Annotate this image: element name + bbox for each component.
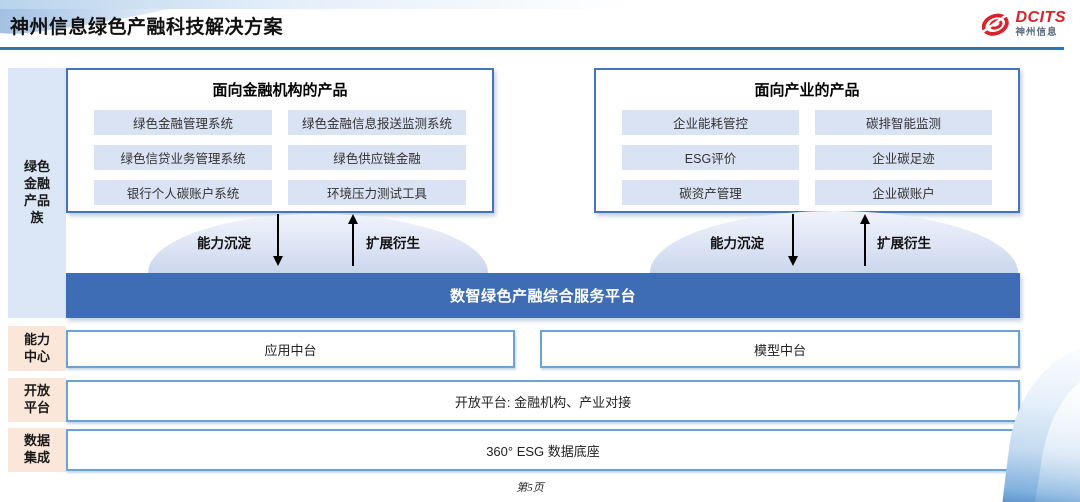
product-item: 绿色供应链金融	[288, 145, 466, 170]
right-dome-decoration	[650, 211, 1018, 273]
left-down-arrow-icon	[273, 214, 283, 266]
logo-swirl-icon	[981, 13, 1009, 36]
product-item: 绿色金融信息报送监测系统	[288, 110, 466, 135]
page-title: 神州信息绿色产融科技解决方案	[10, 17, 284, 38]
left-expand-derive-label: 扩展衍生	[366, 236, 420, 251]
app-middle-platform-box: 应用中台	[66, 330, 515, 368]
company-logo: DCITS 神州信息	[978, 9, 1067, 39]
right-capability-sink-label: 能力沉淀	[710, 236, 764, 251]
page-number: 第5页	[516, 482, 544, 494]
sidebar-label-text: 开放平台	[24, 383, 51, 415]
finance-products-grid: 绿色金融管理系统 绿色金融信息报送监测系统 绿色信贷业务管理系统 绿色供应链金融…	[94, 110, 466, 205]
industry-products-title: 面向产业的产品	[754, 82, 860, 99]
product-item: 绿色金融管理系统	[94, 110, 272, 135]
open-platform-box: 开放平台: 金融机构、产业对接	[66, 380, 1020, 422]
right-up-arrow-icon	[860, 214, 870, 266]
left-capability-sink-label: 能力沉淀	[197, 236, 251, 251]
product-item: 碳排智能监测	[815, 110, 992, 135]
title-underline	[0, 47, 1064, 50]
logo-brand: DCITS	[1015, 9, 1066, 27]
sidebar-label-product-family: 绿色金融产品族	[8, 68, 66, 318]
right-down-arrow-icon	[788, 214, 798, 266]
sidebar-label-capability-center: 能力中心	[8, 326, 66, 371]
product-item: 碳资产管理	[622, 180, 799, 205]
industry-products-box: 面向产业的产品 企业能耗管控 碳排智能监测 ESG评价 企业碳足迹 碳资产管理 …	[594, 68, 1020, 213]
left-up-arrow-icon	[348, 214, 358, 266]
platform-bar: 数智绿色产融综合服务平台	[66, 273, 1020, 318]
logo-company-name: 神州信息	[1015, 27, 1058, 39]
data-foundation-box: 360° ESG 数据底座	[66, 429, 1020, 471]
sidebar-label-data-integration: 数据集成	[8, 428, 66, 472]
product-item: 银行个人碳账户系统	[94, 180, 272, 205]
sidebar-label-open-platform: 开放平台	[8, 378, 66, 422]
product-item: 环境压力测试工具	[288, 180, 466, 205]
product-item: ESG评价	[622, 145, 799, 170]
product-item: 企业碳账户	[815, 180, 992, 205]
finance-products-box: 面向金融机构的产品 绿色金融管理系统 绿色金融信息报送监测系统 绿色信贷业务管理…	[66, 68, 494, 213]
sidebar-label-text: 能力中心	[24, 331, 51, 364]
industry-products-grid: 企业能耗管控 碳排智能监测 ESG评价 企业碳足迹 碳资产管理 企业碳账户	[622, 110, 992, 205]
model-middle-platform-box: 模型中台	[540, 330, 1020, 368]
product-item: 企业碳足迹	[815, 145, 992, 170]
finance-products-title: 面向金融机构的产品	[212, 82, 348, 99]
product-item: 绿色信贷业务管理系统	[94, 145, 272, 170]
top-edge-gradient-decoration	[0, 0, 700, 9]
sidebar-label-text: 绿色金融产品族	[24, 159, 51, 225]
sidebar-label-text: 数据集成	[24, 433, 51, 465]
right-expand-derive-label: 扩展衍生	[877, 236, 931, 251]
logo-text: DCITS 神州信息	[1016, 10, 1067, 38]
product-item: 企业能耗管控	[622, 110, 799, 135]
